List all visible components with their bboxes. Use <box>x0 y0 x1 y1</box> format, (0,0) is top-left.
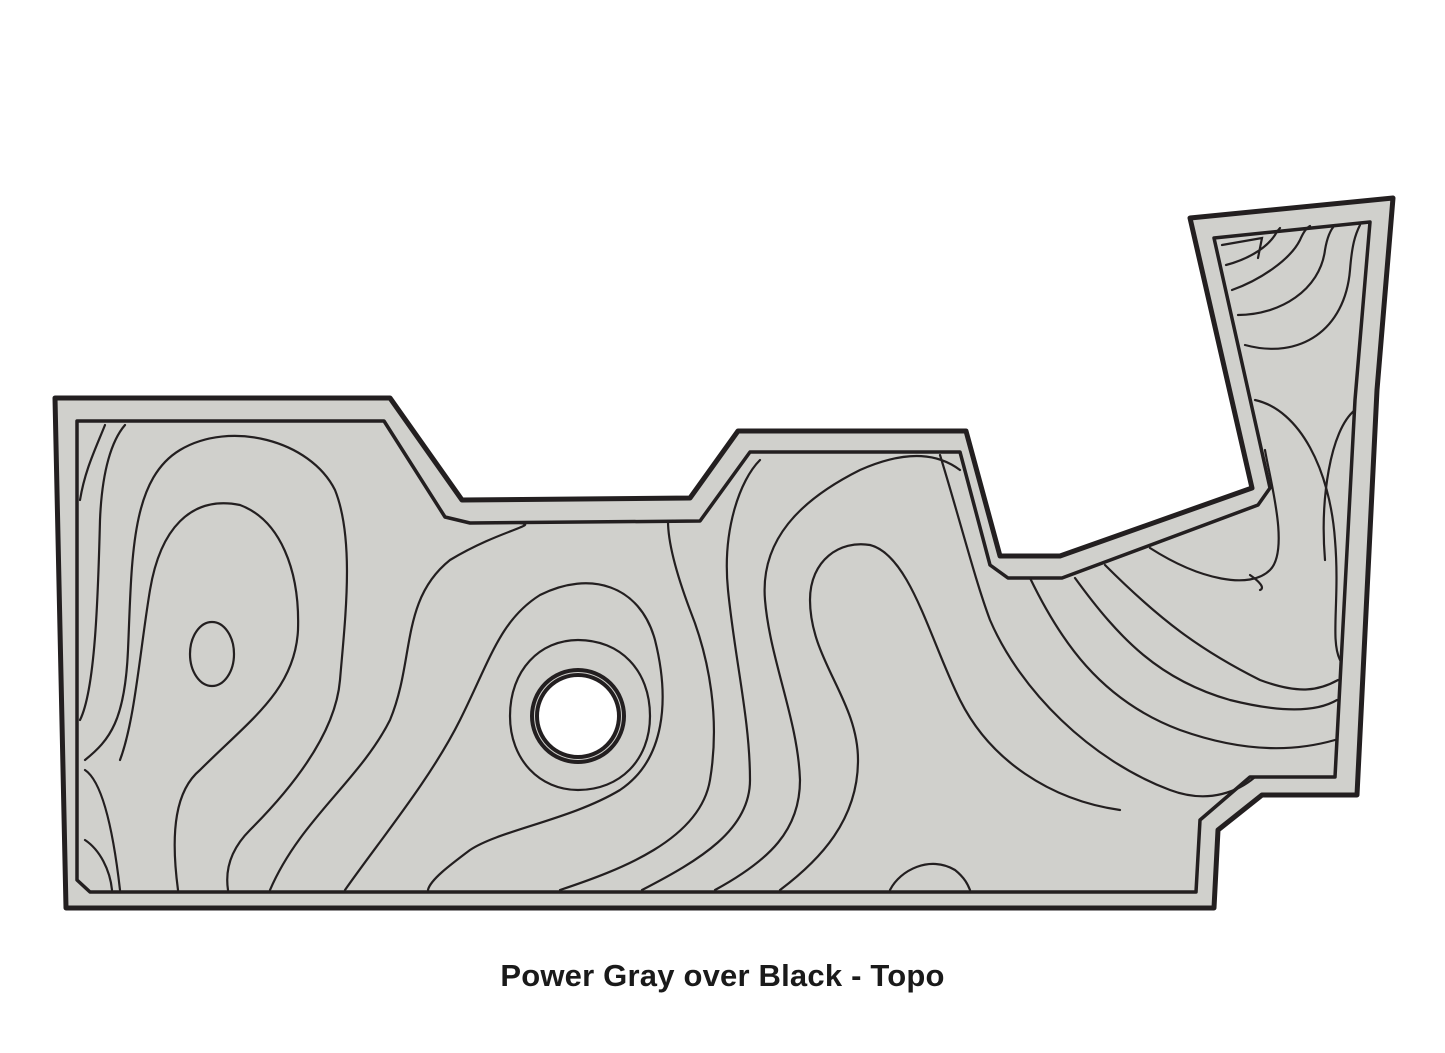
topo-contour <box>640 458 762 892</box>
topo-contour <box>1243 223 1362 350</box>
pad-inner-groove <box>75 220 1372 894</box>
pad-outer-border <box>52 195 1396 911</box>
topo-contour <box>558 519 716 892</box>
topo-contour <box>1230 224 1312 292</box>
topo-contour <box>1028 576 1337 750</box>
topo-contour <box>118 502 300 892</box>
drain-hole <box>535 673 621 759</box>
topo-contour <box>938 453 1257 798</box>
topo-contour <box>78 423 107 502</box>
topo-contour <box>83 838 114 892</box>
topo-contour <box>1253 398 1342 662</box>
topo-contour <box>508 638 652 792</box>
topo-contour <box>1248 573 1264 592</box>
product-caption: Power Gray over Black - Topo <box>500 958 945 993</box>
topo-contour <box>1073 576 1339 711</box>
topo-contours <box>78 223 1362 892</box>
topo-contour <box>1103 563 1340 691</box>
topo-contour <box>188 620 236 688</box>
topo-contour <box>1236 223 1337 317</box>
topo-contour <box>778 543 1122 892</box>
topo-contour <box>1224 226 1282 267</box>
topo-contour <box>713 454 962 892</box>
topo-contour <box>1220 236 1264 260</box>
topo-contour <box>83 768 122 892</box>
topo-contour <box>78 423 127 722</box>
topo-contour <box>268 521 527 892</box>
topo-contour <box>1322 408 1357 562</box>
topo-contour <box>343 582 664 892</box>
topo-contour <box>1148 448 1280 582</box>
topo-contour <box>888 862 972 892</box>
topo-contour <box>83 434 349 892</box>
